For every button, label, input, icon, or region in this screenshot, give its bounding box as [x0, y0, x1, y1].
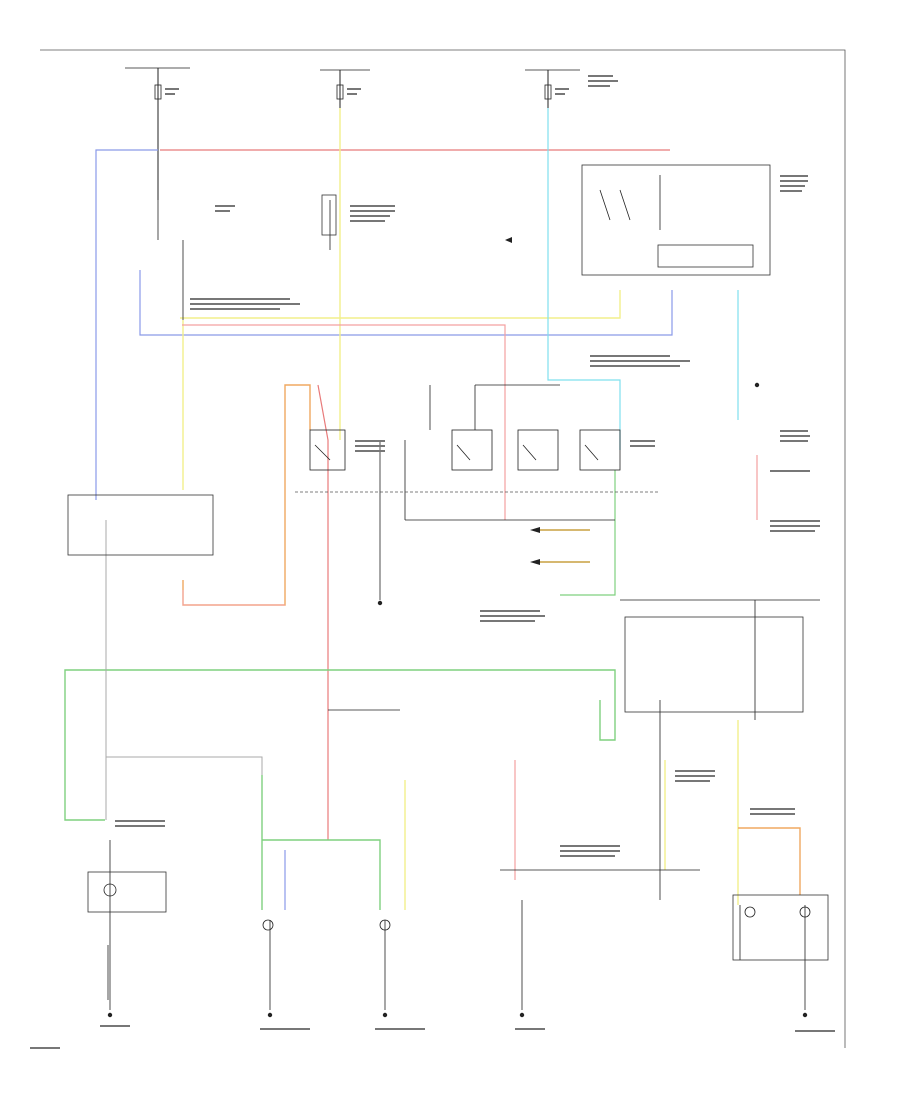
black-wiring	[107, 200, 820, 1010]
diode-component	[321, 194, 337, 236]
ground-symbols	[107, 382, 808, 1018]
tiny-label-marks	[30, 75, 835, 1049]
instrument-cluster-box	[624, 616, 804, 713]
wire-gray-branch	[106, 756, 263, 775]
wire-pink-loop	[182, 590, 285, 606]
wire-green-horizontal-b	[262, 839, 381, 910]
wire-yellow-horizontal	[180, 290, 621, 319]
wire-pink-horizontal	[182, 324, 506, 520]
diagram-frame	[40, 49, 846, 1048]
connector-markers	[505, 237, 540, 565]
wire-green-right-lower	[560, 470, 616, 596]
lamp-pair-box	[732, 894, 829, 961]
control-module-box	[581, 164, 771, 276]
wire-red-center-vertical	[317, 384, 329, 840]
connector-leaders	[540, 529, 590, 563]
relay-module-box	[67, 494, 214, 556]
wire-blue-bottom-loop	[139, 270, 673, 336]
indicator-lamp-box	[87, 871, 167, 913]
wire-cyan-right	[547, 108, 621, 450]
lamp-circles	[103, 883, 811, 931]
switch-symbols	[309, 175, 661, 471]
fuse-feed-left	[125, 67, 190, 200]
module-connector-box	[657, 244, 754, 268]
wire-green-big-loop	[64, 669, 616, 821]
wire-blue-left	[95, 149, 158, 500]
fuse-feed-right	[525, 69, 580, 108]
wire-orange-lower-right	[738, 827, 801, 895]
fuse-feed-center	[320, 69, 370, 108]
